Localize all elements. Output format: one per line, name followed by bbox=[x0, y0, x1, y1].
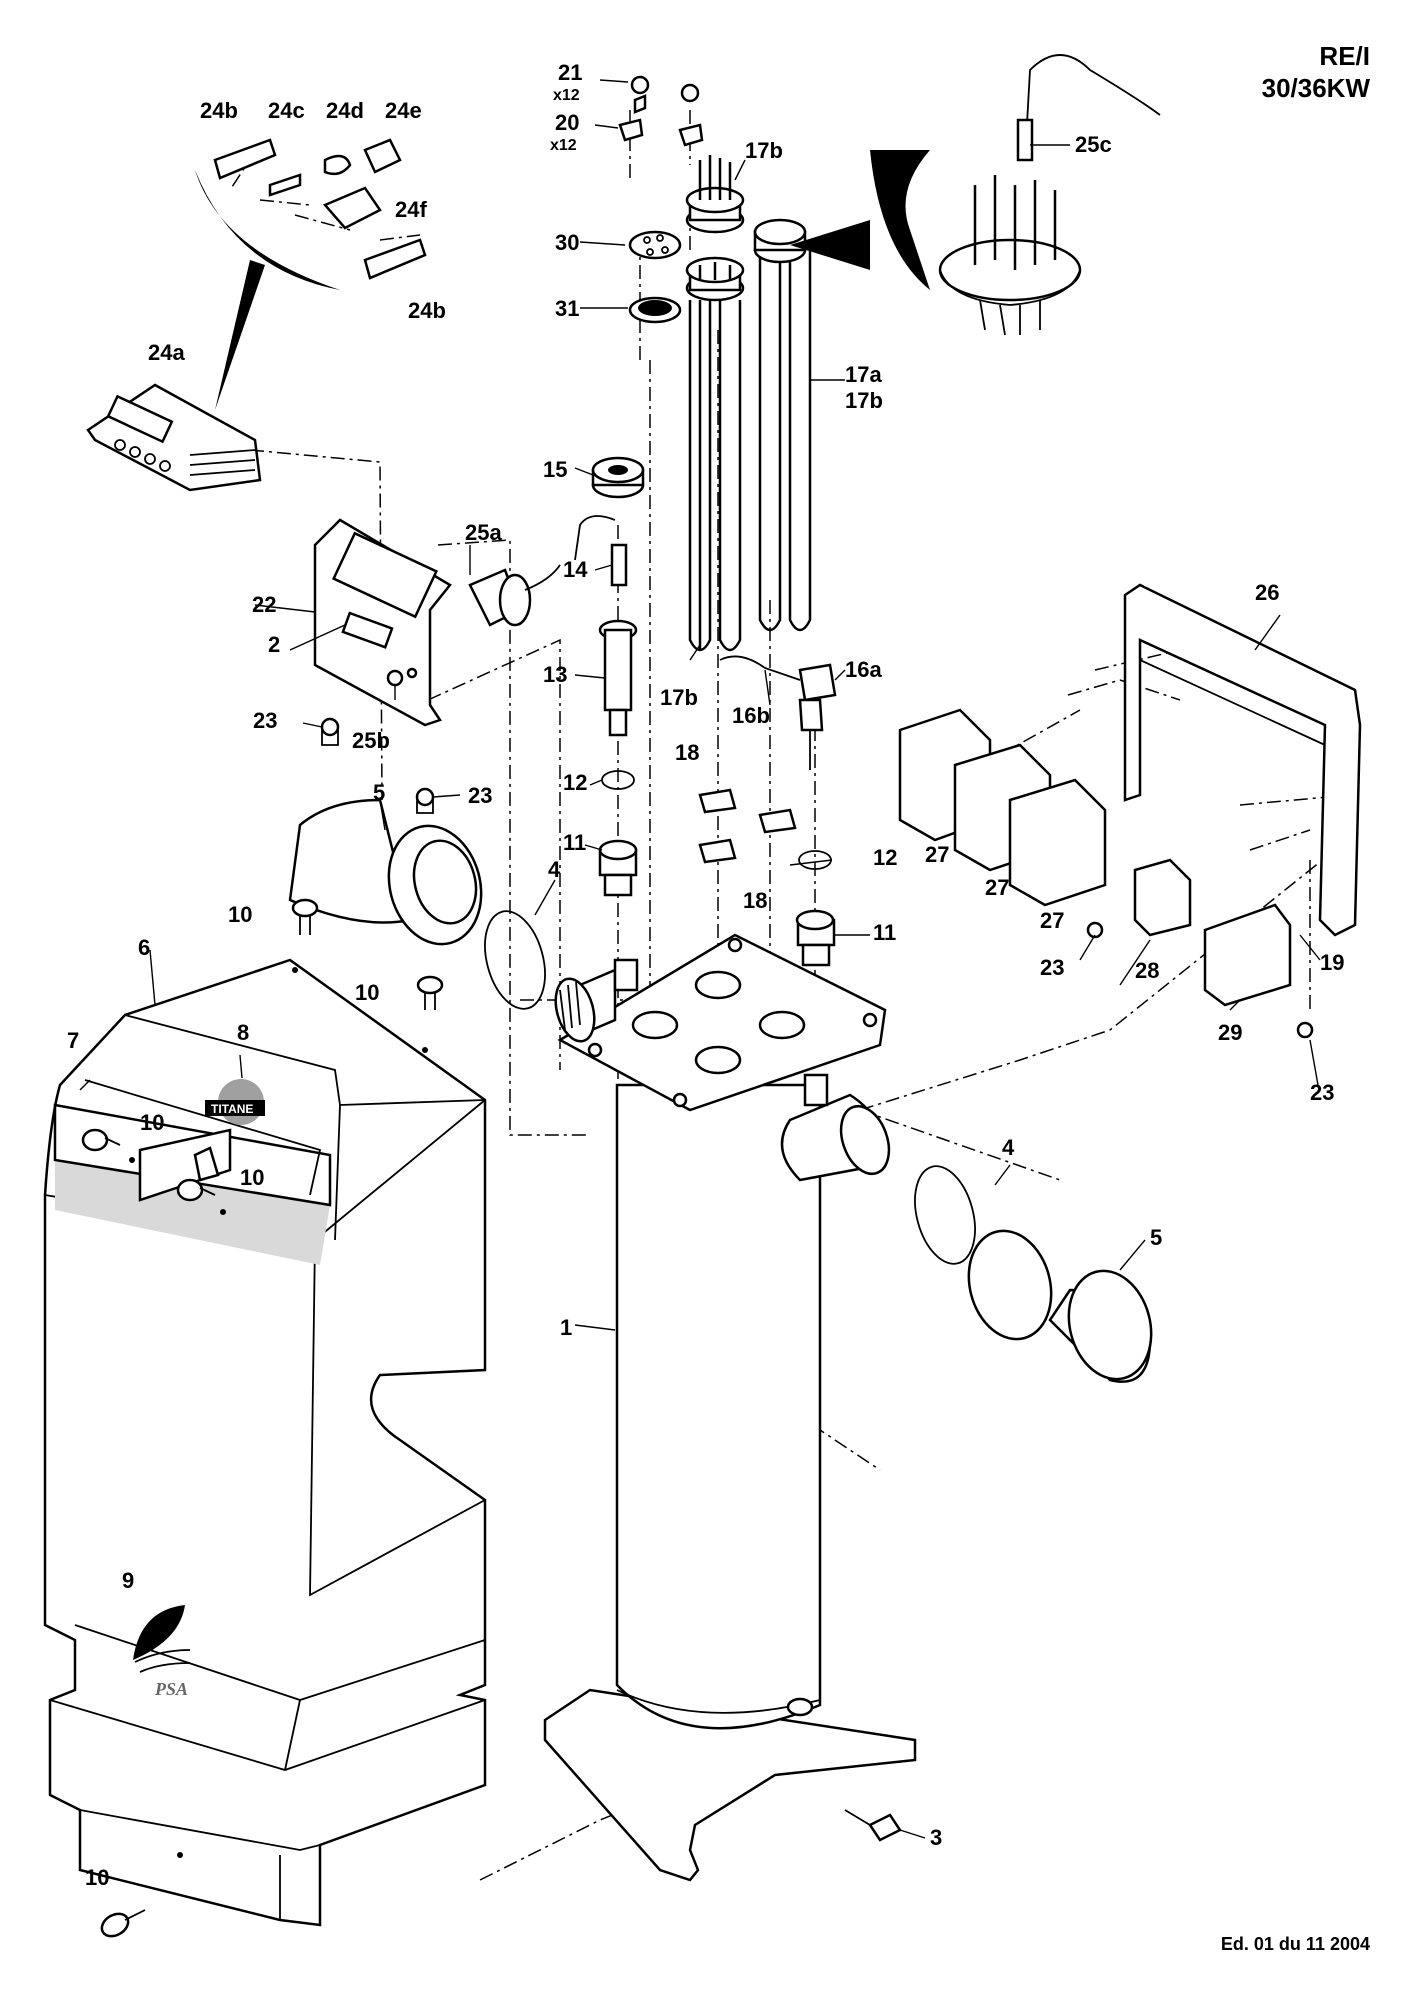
title-model: RE/I bbox=[1319, 41, 1370, 71]
heating-elements bbox=[618, 75, 812, 652]
pipe-unions bbox=[288, 798, 1153, 1383]
label-1: 1 bbox=[560, 1315, 572, 1340]
label-7: 7 bbox=[67, 1028, 79, 1053]
screws bbox=[81, 898, 902, 1938]
label-10-a: 10 bbox=[228, 902, 252, 927]
label-17b-side: 17b bbox=[845, 388, 883, 413]
label-24a: 24a bbox=[148, 340, 185, 365]
label-12-right: 12 bbox=[873, 845, 897, 870]
label-30: 30 bbox=[555, 230, 579, 255]
drawing-title: RE/I 30/36KW bbox=[1262, 40, 1370, 104]
heater-tank-body bbox=[543, 933, 917, 1882]
electrical-panel-parts bbox=[898, 583, 1362, 1039]
label-27-c: 27 bbox=[1040, 908, 1064, 933]
label-26: 26 bbox=[1255, 580, 1279, 605]
label-16b: 16b bbox=[732, 703, 770, 728]
label-6: 6 bbox=[138, 935, 150, 960]
label-11-right: 11 bbox=[873, 920, 896, 945]
sensor-parts bbox=[574, 456, 837, 967]
callout-labels: 24b 24c 24d 24e 24f 24b 24a 21 x12 20 x1… bbox=[67, 60, 1344, 1890]
label-12-left: 12 bbox=[563, 770, 587, 795]
qty-20: x12 bbox=[550, 137, 577, 154]
control-box-parts bbox=[86, 383, 561, 814]
label-3: 3 bbox=[930, 1825, 942, 1850]
label-24d: 24d bbox=[326, 98, 364, 123]
label-25c: 25c bbox=[1075, 132, 1112, 157]
edition-note: Ed. 01 du 11 2004 bbox=[1220, 1934, 1370, 1954]
label-10-c: 10 bbox=[140, 1110, 164, 1135]
label-24b-bottom: 24b bbox=[408, 298, 446, 323]
label-9: 9 bbox=[122, 1568, 134, 1593]
label-21: 21 bbox=[558, 60, 582, 85]
label-18-bottom: 18 bbox=[743, 888, 767, 913]
label-16a: 16a bbox=[845, 657, 882, 682]
label-27-b: 27 bbox=[985, 875, 1009, 900]
label-4-left: 4 bbox=[548, 857, 561, 882]
probe-inset bbox=[790, 54, 1161, 336]
label-17a: 17a bbox=[845, 362, 882, 387]
label-4-right: 4 bbox=[1002, 1135, 1015, 1160]
label-23-a: 23 bbox=[253, 708, 277, 733]
label-10-b: 10 bbox=[355, 980, 379, 1005]
label-29: 29 bbox=[1218, 1020, 1242, 1045]
label-24e: 24e bbox=[385, 98, 422, 123]
label-17b-low: 17b bbox=[660, 685, 698, 710]
label-23-b: 23 bbox=[468, 783, 492, 808]
label-15: 15 bbox=[543, 457, 567, 482]
label-25b: 25b bbox=[352, 728, 390, 753]
label-20: 20 bbox=[555, 110, 579, 135]
title-power: 30/36KW bbox=[1261, 73, 1370, 103]
titane-badge-text: TITANE bbox=[211, 1102, 253, 1116]
label-11-left: 11 bbox=[563, 830, 586, 855]
front-cover-shell: TITANE PSA bbox=[43, 958, 487, 1927]
label-19: 19 bbox=[1320, 950, 1344, 975]
label-5-right: 5 bbox=[1150, 1225, 1162, 1250]
label-24b-top: 24b bbox=[200, 98, 238, 123]
label-24c: 24c bbox=[268, 98, 305, 123]
label-27-a: 27 bbox=[925, 842, 949, 867]
label-28: 28 bbox=[1135, 958, 1159, 983]
connector-inset bbox=[195, 138, 427, 410]
qty-21: x12 bbox=[553, 87, 580, 104]
label-10-d: 10 bbox=[240, 1165, 264, 1190]
label-25a: 25a bbox=[465, 520, 502, 545]
label-14: 14 bbox=[563, 557, 588, 582]
label-17b-top: 17b bbox=[745, 138, 783, 163]
label-22: 22 bbox=[252, 592, 276, 617]
label-23-d: 23 bbox=[1310, 1080, 1334, 1105]
psa-logo-text: PSA bbox=[154, 1679, 188, 1699]
label-10-e: 10 bbox=[85, 1865, 109, 1890]
label-18-top: 18 bbox=[675, 740, 699, 765]
label-8: 8 bbox=[237, 1020, 249, 1045]
leader-lines bbox=[79, 79, 1321, 1839]
label-31: 31 bbox=[555, 296, 579, 321]
label-2: 2 bbox=[268, 632, 280, 657]
label-13: 13 bbox=[543, 662, 567, 687]
label-23-c: 23 bbox=[1040, 955, 1064, 980]
label-5-left: 5 bbox=[373, 780, 385, 805]
label-24f: 24f bbox=[395, 197, 427, 222]
